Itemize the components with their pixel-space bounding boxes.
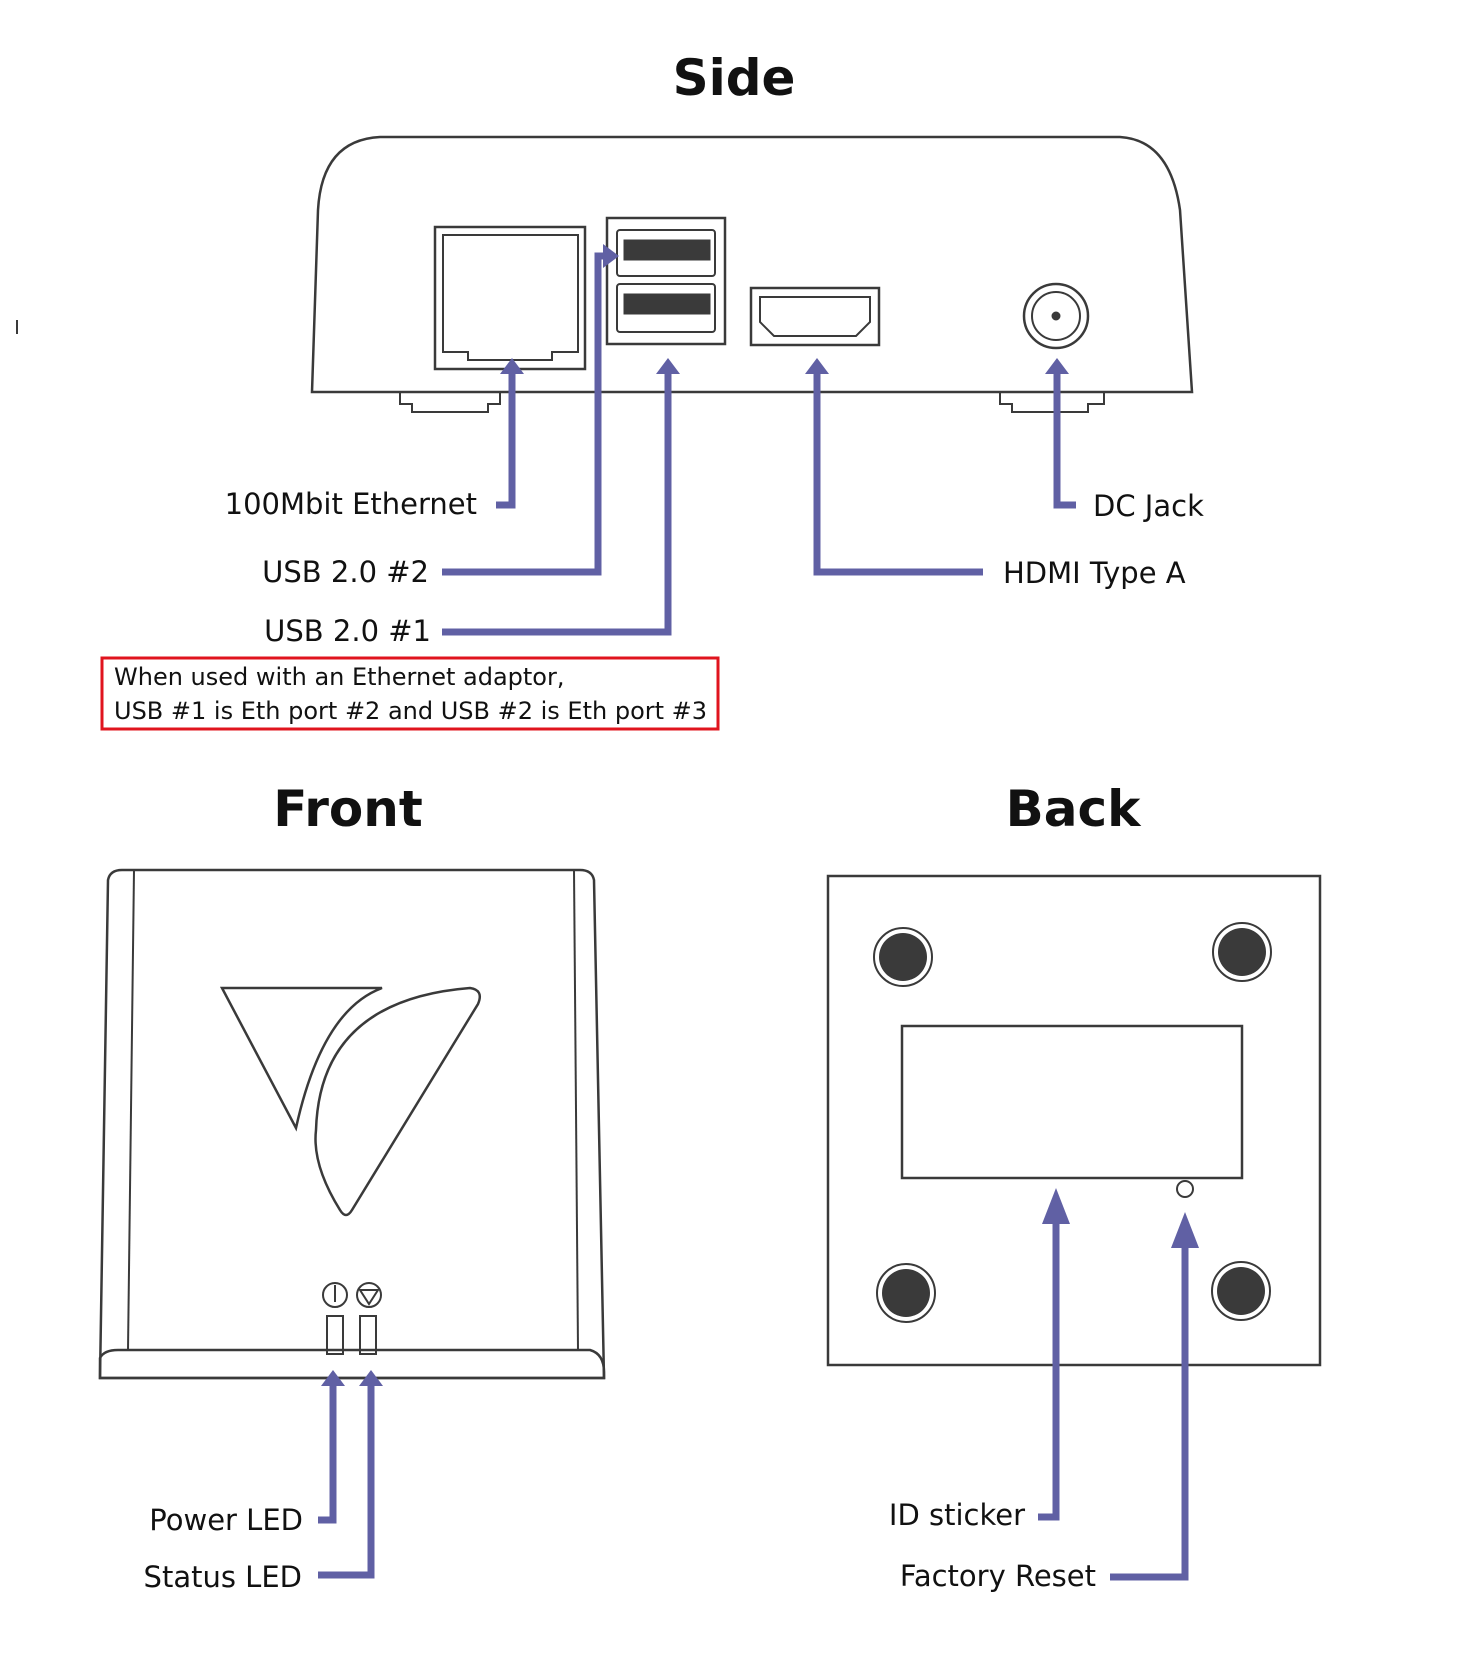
side-foot-right <box>999 392 1105 413</box>
note-line-1: When used with an Ethernet adaptor, <box>114 663 564 691</box>
power-led-icon <box>322 1282 348 1308</box>
label-hdmi: HDMI Type A <box>1003 556 1186 590</box>
side-body-outline <box>310 135 1194 394</box>
usb-port-stack <box>605 216 727 346</box>
side-foot-left <box>399 392 501 413</box>
label-usb2: USB 2.0 #2 <box>262 555 429 589</box>
power-led <box>326 1315 344 1355</box>
side-view-device <box>16 135 1194 413</box>
status-led <box>359 1315 377 1355</box>
hdmi-port <box>749 286 881 347</box>
back-arrows <box>1038 1188 1199 1581</box>
label-status-led: Status LED <box>144 1560 302 1594</box>
front-base <box>98 1348 606 1380</box>
arrow-id-sticker <box>1038 1222 1060 1521</box>
note-border <box>100 656 720 731</box>
label-factory-reset: Factory Reset <box>900 1559 1096 1593</box>
back-view-device <box>826 874 1322 1367</box>
front-view-device <box>98 868 606 1380</box>
label-power-led: Power LED <box>149 1503 303 1537</box>
arrow-usb1 <box>442 372 672 636</box>
label-id-sticker: ID sticker <box>889 1498 1025 1532</box>
label-usb1: USB 2.0 #1 <box>264 614 431 648</box>
ethernet-adaptor-note: When used with an Ethernet adaptor, USB … <box>100 656 720 731</box>
ethernet-port <box>433 225 587 371</box>
status-led-icon <box>356 1282 382 1308</box>
front-arrows <box>318 1370 383 1579</box>
label-ethernet: 100Mbit Ethernet <box>225 487 477 521</box>
front-body-outline <box>98 868 606 1380</box>
label-dc-jack: DC Jack <box>1093 489 1204 523</box>
front-left-edge <box>127 869 135 1351</box>
arrow-hdmi <box>813 372 983 576</box>
side-arrows <box>442 244 1076 636</box>
factory-reset-hole <box>1176 1180 1194 1198</box>
arrow-usb2 <box>442 252 605 576</box>
arrow-ethernet <box>496 372 516 509</box>
back-title: Back <box>1006 780 1142 838</box>
rubber-feet <box>873 922 1272 1323</box>
back-body-outline <box>826 874 1322 1367</box>
front-right-edge <box>573 869 579 1351</box>
id-sticker-area <box>900 1024 1244 1180</box>
arrow-power-led <box>318 1384 337 1524</box>
dc-jack-port <box>1022 282 1090 350</box>
arrow-factory-reset <box>1110 1246 1189 1581</box>
brand-logo <box>219 986 481 1217</box>
front-title: Front <box>273 780 422 838</box>
side-title: Side <box>673 49 796 107</box>
arrow-status-led <box>318 1384 375 1579</box>
note-line-2: USB #1 is Eth port #2 and USB #2 is Eth … <box>114 697 707 725</box>
arrow-dc-jack <box>1053 372 1076 509</box>
